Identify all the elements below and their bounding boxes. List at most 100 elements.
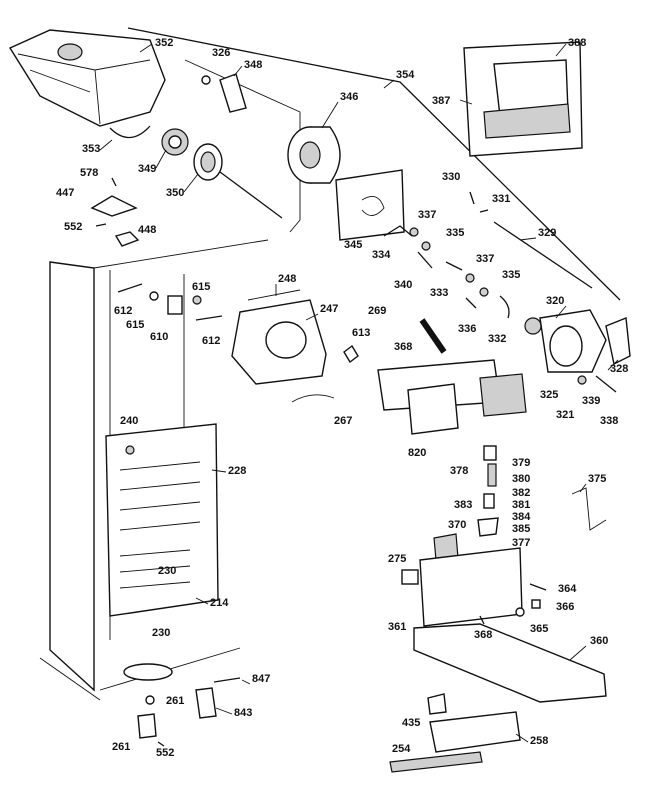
- callout-843: 843: [234, 707, 252, 719]
- callout-448: 448: [138, 224, 156, 236]
- callout-248: 248: [278, 273, 296, 285]
- callout-214: 214: [210, 597, 229, 609]
- leader-lines: [99, 43, 619, 743]
- callout-370: 370: [448, 519, 466, 531]
- callout-820: 820: [408, 447, 426, 459]
- parts-layer: [8, 27, 631, 773]
- callout-610: 610: [150, 331, 168, 343]
- callout-320: 320: [546, 295, 564, 307]
- auger-350: [193, 143, 283, 219]
- harness-375: [571, 487, 607, 531]
- callout-321: 321: [556, 409, 574, 421]
- callout-388: 388: [568, 37, 586, 49]
- callout-364: 364: [558, 583, 577, 595]
- callout-331: 331: [492, 193, 510, 205]
- callout-352: 352: [155, 37, 173, 49]
- callout-380: 380: [512, 473, 530, 485]
- callout-325: 325: [540, 389, 558, 401]
- clip-448: [114, 231, 140, 247]
- gear-349: [161, 128, 189, 156]
- callout-240: 240: [120, 415, 138, 427]
- callout-578: 578: [80, 167, 98, 179]
- callout-382: 382: [512, 487, 530, 499]
- callout-383: 383: [454, 499, 472, 511]
- callout-360: 360: [590, 635, 608, 647]
- screw-365: [515, 607, 525, 617]
- bracket-361: [419, 547, 523, 627]
- callout-258: 258: [530, 735, 548, 747]
- nut-326: [201, 75, 211, 85]
- frame-line-354: [127, 27, 621, 301]
- harness-267: [291, 394, 335, 403]
- callout-333: 333: [430, 287, 448, 299]
- callout-378: 378: [450, 465, 468, 477]
- screw-615a: [149, 291, 159, 301]
- callout-615-upper: 615: [192, 281, 210, 293]
- callout-379: 379: [512, 457, 530, 469]
- clip-366: [531, 599, 541, 609]
- callout-330: 330: [442, 171, 460, 183]
- callout-368-lower: 368: [474, 629, 492, 641]
- arc-353: [109, 125, 151, 139]
- bracket-843: [195, 687, 217, 719]
- bracket-612b: [195, 315, 223, 321]
- callout-381: 381: [512, 499, 530, 511]
- rod-329: [493, 221, 593, 289]
- bracket-348: [219, 73, 247, 113]
- callout-340: 340: [394, 279, 412, 291]
- plate-345: [335, 169, 405, 241]
- linkage-cluster: [383, 225, 510, 319]
- callout-350: 350: [166, 187, 184, 199]
- callout-334: 334: [372, 249, 391, 261]
- bracket-612a: [117, 283, 143, 293]
- callout-375: 375: [588, 473, 606, 485]
- callout-384: 384: [512, 511, 531, 523]
- callout-336: 336: [458, 323, 476, 335]
- switch-610: [167, 295, 183, 315]
- callout-247: 247: [320, 303, 338, 315]
- callout-254: 254: [392, 743, 411, 755]
- callout-261-lower: 261: [112, 741, 130, 753]
- callout-275: 275: [388, 553, 406, 565]
- callout-385: 385: [512, 523, 530, 535]
- screw-552: [95, 223, 107, 227]
- callout-346: 346: [340, 91, 358, 103]
- ice-bucket-352: [8, 29, 166, 127]
- switch-275: [401, 569, 419, 585]
- callout-552-upper: 552: [64, 221, 82, 233]
- callout-435: 435: [402, 717, 420, 729]
- callout-335-lower: 335: [502, 269, 520, 281]
- callout-847: 847: [252, 673, 270, 685]
- housing-247-248: [231, 289, 327, 385]
- callout-348: 348: [244, 59, 262, 71]
- strip-847: [213, 677, 241, 683]
- dispenser-cover-387-388: [463, 41, 583, 157]
- valve-stack: [477, 445, 499, 537]
- callout-366: 366: [556, 601, 574, 613]
- spring-330: [469, 191, 475, 205]
- callout-447: 447: [56, 187, 74, 199]
- callout-361: 361: [388, 621, 406, 633]
- callouts-layer: 352 326 348 354 388 387 346 353 349 350 …: [56, 37, 628, 759]
- icemaker-368-820: [377, 359, 527, 435]
- callout-337-lower: 337: [476, 253, 494, 265]
- clip-261b: [137, 713, 157, 739]
- callout-552-lower: 552: [156, 747, 174, 759]
- motor-346: [287, 126, 341, 184]
- callout-230-lower: 230: [152, 627, 170, 639]
- tube-269: [419, 318, 447, 354]
- callout-353: 353: [82, 143, 100, 155]
- callout-349: 349: [138, 163, 156, 175]
- callout-261-upper: 261: [166, 695, 184, 707]
- screw-331: [479, 209, 489, 213]
- fan-613: [343, 344, 359, 364]
- callout-377: 377: [512, 537, 530, 549]
- callout-345: 345: [344, 239, 362, 251]
- motor-320-325: [524, 309, 631, 393]
- callout-615-lower: 615: [126, 319, 144, 331]
- callout-365: 365: [530, 623, 548, 635]
- grille-254: [389, 751, 483, 773]
- drip-tray-258: [429, 711, 521, 753]
